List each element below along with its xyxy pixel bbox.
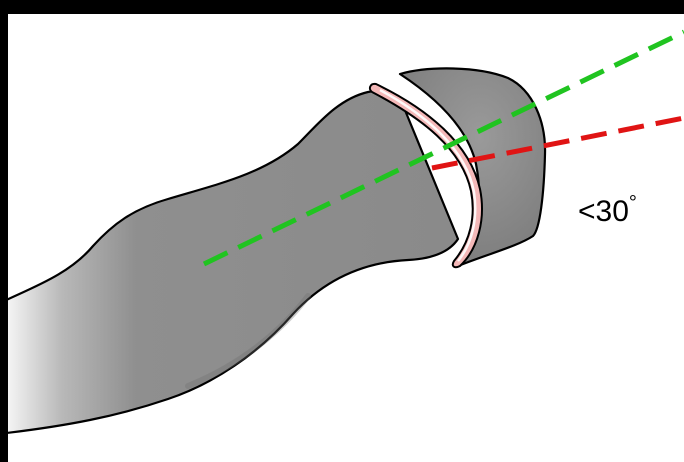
illustration-panel: <30° (8, 14, 684, 462)
bone-fracture-angle-diagram: <30° (8, 14, 684, 462)
bone-shaft (8, 91, 458, 434)
angle-label: <30° (578, 192, 637, 228)
angle-value: <30 (578, 195, 629, 228)
degree-symbol: ° (629, 192, 637, 214)
